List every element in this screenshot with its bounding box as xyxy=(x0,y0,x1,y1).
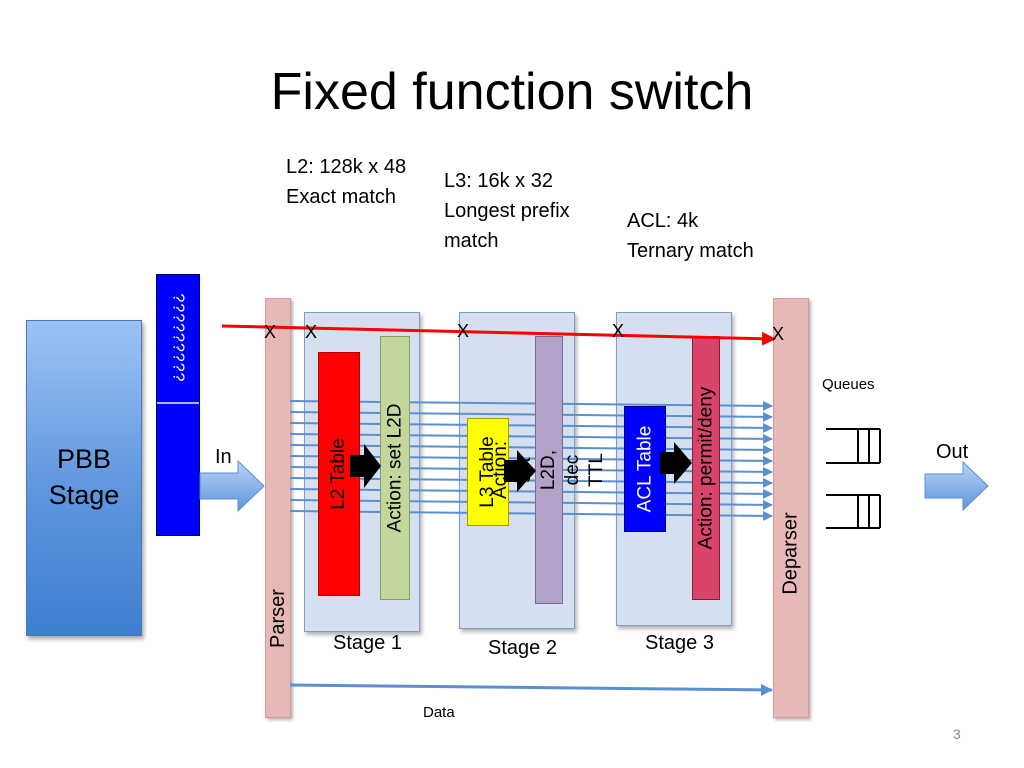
pbb-stage-label-line-1: PBB xyxy=(56,444,112,474)
l2-annotation: L2: 128k x 48 Exact match xyxy=(286,152,406,212)
unknown-header-divider xyxy=(157,402,199,404)
slide-title: Fixed function switch xyxy=(270,63,754,121)
acl-action-box: Action: permit/deny xyxy=(692,336,720,600)
in-arrow xyxy=(199,459,265,513)
stage-1-label: Stage 1 xyxy=(333,632,402,654)
page-number: 3 xyxy=(953,726,961,742)
x-mark-1: X xyxy=(264,322,276,342)
l2-annotation-line-1: L2: 128k x 48 xyxy=(286,156,407,178)
pbb-stage-label-line-2: Stage xyxy=(48,480,120,510)
bus-line xyxy=(289,444,773,455)
bus-line xyxy=(289,488,773,499)
bus-line xyxy=(289,400,773,411)
pbb-stage-box: PBB Stage xyxy=(26,320,142,636)
l3-action-box: Action: set L2D, dec TTL xyxy=(490,336,607,604)
pbb-stage-label: PBB Stage xyxy=(27,441,141,513)
l3-annotation-line-1: L3: 16k x 32 xyxy=(444,170,553,192)
l3-annotation: L3: 16k x 32 Longest prefix match xyxy=(444,166,570,256)
header-path-line xyxy=(221,324,776,346)
out-arrow xyxy=(924,460,989,512)
bus-line xyxy=(289,433,773,444)
stage-3-label: Stage 3 xyxy=(645,632,714,654)
l3-table-arrow xyxy=(504,450,536,492)
x-mark-5: X xyxy=(772,324,784,344)
acl-annotation: ACL: 4k Ternary match xyxy=(627,206,754,266)
data-label: Data xyxy=(423,704,455,721)
queue-icon-1 xyxy=(826,428,881,464)
deparser-bar: Deparser xyxy=(773,298,809,718)
acl-annotation-line-1: ACL: 4k xyxy=(627,210,699,232)
x-mark-3: X xyxy=(457,321,469,341)
bus-line xyxy=(289,510,773,521)
queue-icon-2 xyxy=(826,494,881,529)
acl-annotation-line-2: Ternary match xyxy=(627,240,754,262)
unknown-header-block xyxy=(156,274,200,536)
bus-line xyxy=(289,499,773,510)
queues-label: Queues xyxy=(822,376,875,393)
bus-line xyxy=(289,422,773,433)
acl-table-arrow xyxy=(660,442,692,484)
parser-bar: Parser xyxy=(265,298,291,718)
out-label: Out xyxy=(936,441,969,463)
in-label: In xyxy=(215,446,232,468)
acl-table-box: ACL Table xyxy=(624,406,666,532)
l2-annotation-line-2: Exact match xyxy=(286,186,397,208)
data-bus-arrow xyxy=(289,683,773,696)
l2-action-box: Action: set L2D xyxy=(380,336,410,600)
l2-table-arrow xyxy=(350,444,381,488)
x-mark-2: X xyxy=(305,322,317,342)
bus-line xyxy=(289,411,773,422)
x-mark-4: X xyxy=(612,321,624,341)
stage-2-label: Stage 2 xyxy=(488,637,557,659)
l3-annotation-line-2: Longest prefix xyxy=(444,200,570,222)
l3-annotation-line-3: match xyxy=(444,230,499,252)
